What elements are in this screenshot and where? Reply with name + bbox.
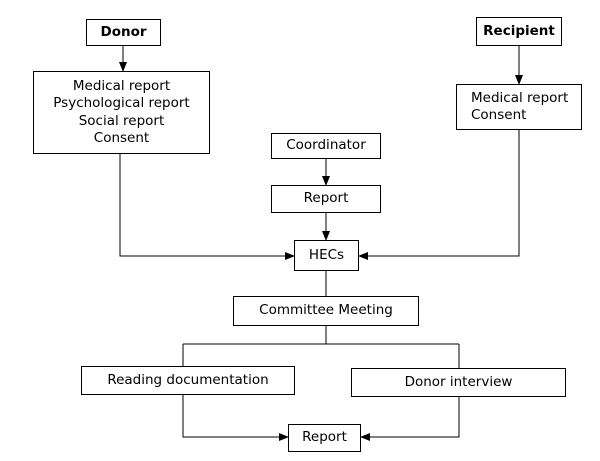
donor-interview-label: Donor interview: [404, 373, 513, 390]
arrow-reading-to-report: [182, 395, 289, 441]
reading-documentation-label: Reading documentation: [107, 371, 269, 388]
recipient-title: Recipient: [483, 22, 555, 39]
committee-meeting-box: Committee Meeting: [233, 296, 419, 326]
committee-meeting-label: Committee Meeting: [259, 302, 393, 319]
donor-title: Donor: [100, 23, 147, 40]
arrow-donor-reports-to-hecs: [119, 154, 295, 260]
donor-box: Donor: [86, 19, 161, 46]
arrow-recipient-reports-to-hecs: [358, 130, 520, 260]
donor-report-item: Consent: [93, 130, 150, 146]
donor-report-item: Medical report: [72, 77, 171, 94]
coordinator-report-label: Report: [303, 190, 349, 207]
coordinator-title: Coordinator: [286, 137, 366, 154]
final-report-label: Report: [302, 429, 347, 446]
arrow-interview-to-report: [360, 397, 460, 441]
recipient-report-item: Medical report: [471, 89, 569, 106]
hecs-box: HECs: [294, 240, 359, 271]
donor-report-item: Social report: [78, 112, 165, 129]
hecs-label: HECs: [308, 246, 345, 263]
donor-interview-box: Donor interview: [351, 368, 566, 397]
donor-report-item: Psychological report: [53, 95, 190, 111]
recipient-report-item: Consent: [471, 107, 527, 123]
coordinator-report-box: Report: [271, 185, 381, 213]
coordinator-box: Coordinator: [271, 133, 381, 159]
donor-reports-box: Medical report Psychological report Soci…: [33, 71, 210, 154]
final-report-box: Report: [288, 424, 361, 452]
reading-documentation-box: Reading documentation: [81, 366, 295, 395]
recipient-reports-box: Medical report Consent: [456, 84, 582, 130]
recipient-box: Recipient: [476, 17, 562, 46]
